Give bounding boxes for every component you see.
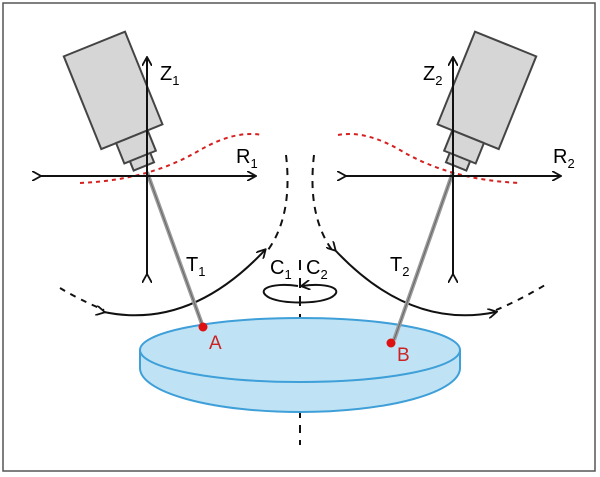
left-swing-arc	[104, 250, 265, 317]
label-z1: Z1	[160, 63, 179, 88]
right-swing-arc	[335, 250, 496, 315]
point-a-marker	[198, 322, 208, 332]
right-camera-assembly	[338, 30, 560, 341]
left-camera-assembly	[40, 30, 263, 328]
label-point-a: A	[209, 333, 222, 354]
center-guide-left-dashed	[267, 154, 289, 251]
label-c2: C2	[306, 257, 328, 282]
outer-frame	[2, 2, 596, 472]
camera-icon	[62, 30, 164, 172]
label-z2: Z2	[423, 63, 442, 88]
rotation-arrow-icon	[262, 285, 338, 304]
label-t2: T2	[390, 254, 409, 279]
label-c1: C1	[270, 257, 292, 282]
sample-disk	[139, 317, 461, 413]
label-point-b: B	[397, 345, 410, 366]
label-t1: T1	[186, 254, 205, 279]
label-r2: R2	[553, 146, 575, 171]
left-swing-arc-dashed	[59, 287, 105, 311]
camera-icon	[436, 30, 538, 172]
right-swing-arc-dashed	[495, 284, 546, 311]
disk-top	[139, 317, 461, 383]
label-r1: R1	[236, 146, 258, 171]
center-guide-right-dashed	[311, 154, 333, 251]
point-b-marker	[386, 338, 396, 348]
